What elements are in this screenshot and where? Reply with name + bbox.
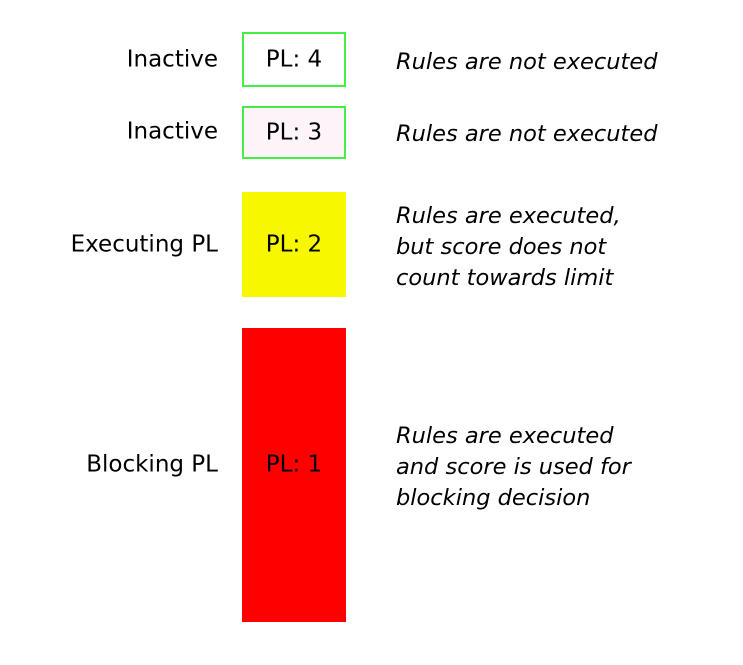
description-line: count towards limit [396, 265, 614, 291]
pl-box-3: PL: 3 [242, 106, 346, 159]
pl-box-label-1: PL: 1 [265, 451, 323, 478]
status-label-pl2: Executing PL [70, 231, 218, 258]
status-label-pl4: Inactive [126, 46, 218, 73]
pl-box-4: PL: 4 [242, 32, 346, 87]
description-line: Rules are executed, [396, 203, 621, 229]
pl-box-label-3: PL: 3 [265, 119, 323, 145]
description-pl2: Rules are executed, but score does not c… [396, 201, 736, 294]
description-line: and score is used for [396, 454, 631, 480]
description-pl1: Rules are executed and score is used for… [396, 421, 736, 514]
status-label-pl1: Blocking PL [86, 451, 218, 478]
pl-box-label-4: PL: 4 [265, 46, 323, 72]
description-pl4: Rules are not executed [396, 47, 736, 78]
description-line: blocking decision [396, 485, 591, 511]
pl-box-label-2: PL: 2 [265, 231, 323, 258]
description-line: Rules are executed [396, 423, 614, 449]
description-line: Rules are not executed [396, 121, 658, 147]
pl-box-1: PL: 1 [242, 328, 346, 622]
description-pl3: Rules are not executed [396, 119, 736, 150]
description-line: but score does not [396, 234, 607, 260]
status-label-pl3: Inactive [126, 118, 218, 145]
pl-box-2: PL: 2 [242, 192, 346, 297]
description-line: Rules are not executed [396, 49, 658, 75]
